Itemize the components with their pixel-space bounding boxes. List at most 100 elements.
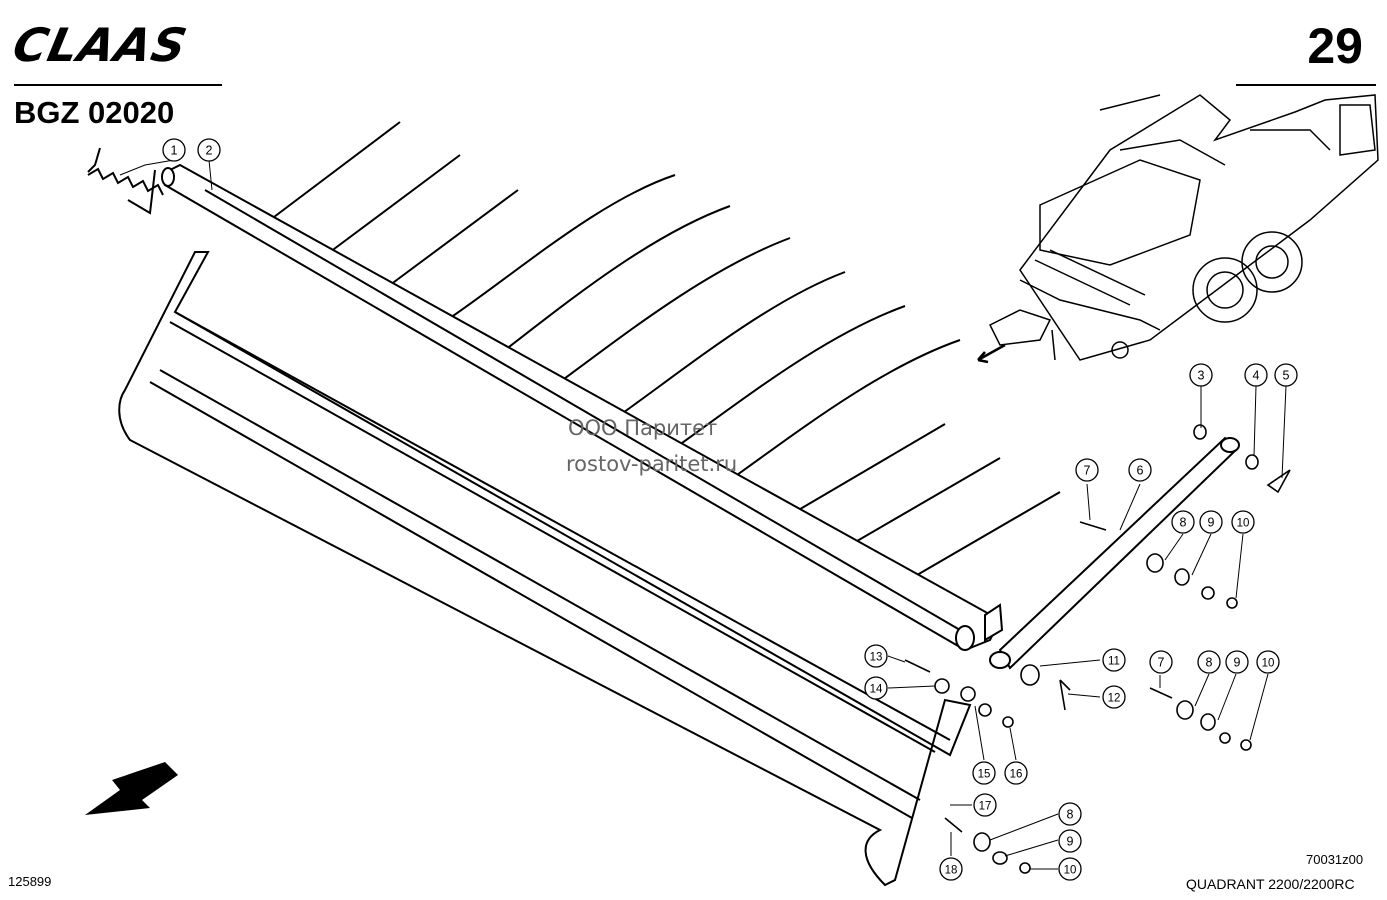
tine [559, 237, 791, 383]
callout-circle [1058, 857, 1082, 881]
callout-16: 16 [1004, 761, 1028, 785]
washer [960, 686, 976, 702]
callout-label: 9 [1208, 516, 1215, 530]
small-hardware [904, 424, 1291, 874]
callout-circle [1197, 650, 1221, 674]
callout-11: 11 [1102, 648, 1126, 672]
callout-label: 11 [1108, 656, 1120, 668]
rod-eye-upper [1220, 437, 1240, 453]
header-rule-right [1236, 84, 1376, 86]
callout-circle [1058, 802, 1082, 826]
callout-9: 9 [1225, 650, 1249, 674]
callout-6: 6 [1128, 458, 1152, 482]
nut [1226, 597, 1238, 609]
washer [1176, 700, 1194, 720]
washer [1146, 553, 1164, 573]
callout-circle [1225, 650, 1249, 674]
bolt [1079, 521, 1107, 531]
spring-coils [87, 167, 164, 196]
spring-part [87, 147, 164, 215]
washer [1201, 586, 1215, 600]
shaft-end [161, 167, 175, 187]
tines-group [269, 121, 1061, 583]
callout-18: 18 [939, 857, 963, 881]
split-pin [1266, 469, 1291, 494]
callout-circle [162, 138, 186, 162]
callout-label: 8 [1067, 808, 1074, 822]
callout-10: 10 [1058, 857, 1082, 881]
washer [992, 851, 1008, 865]
callout-1: 1 [162, 138, 186, 162]
rod-eye-lower [989, 651, 1011, 669]
lynch-pin [1059, 679, 1071, 711]
callout-10: 10 [1256, 650, 1280, 674]
callout-circle [1199, 510, 1223, 534]
callout-circle [1075, 458, 1099, 482]
callout-label: 10 [1237, 518, 1250, 530]
callout-circle [1189, 363, 1213, 387]
bolt [904, 659, 931, 673]
callout-label: 18 [945, 865, 958, 877]
callout-label: 3 [1198, 369, 1205, 383]
callout-label: 2 [206, 144, 213, 158]
drawing-code: 70031z00 [1306, 852, 1364, 867]
callout-label: 9 [1234, 656, 1241, 670]
callout-8: 8 [1197, 650, 1221, 674]
plate-fold-line-2 [149, 381, 913, 819]
callout-label: 10 [1064, 865, 1077, 877]
deflector-plate [118, 251, 972, 887]
washer [1219, 732, 1231, 744]
callout-2: 2 [197, 138, 221, 162]
tine [269, 121, 401, 221]
nut [1002, 716, 1014, 728]
baler-overview-sketch [977, 94, 1379, 364]
tine [904, 491, 1061, 583]
callout-label: 1 [171, 144, 178, 158]
callout-label: 10 [1262, 658, 1275, 670]
callout-circle [1171, 510, 1195, 534]
callout-9: 9 [1058, 829, 1082, 853]
callout-label: 8 [1180, 516, 1187, 530]
tine [619, 271, 846, 416]
bolt [1149, 687, 1173, 699]
callout-circle [864, 644, 888, 668]
callout-3: 3 [1189, 363, 1213, 387]
callout-circle [939, 857, 963, 881]
callout-circle [1274, 363, 1298, 387]
shaft-bracket [984, 603, 1004, 642]
washer [1020, 664, 1040, 686]
callout-15: 15 [972, 761, 996, 785]
washer [1193, 424, 1207, 440]
callout-circle [1149, 650, 1173, 674]
washer [1174, 568, 1190, 586]
callout-circle [1128, 458, 1152, 482]
callout-5: 5 [1274, 363, 1298, 387]
callout-label: 8 [1206, 656, 1213, 670]
page-number: 29 [1307, 18, 1363, 74]
shaft-highlight [204, 189, 961, 631]
washer [973, 832, 991, 852]
callout-4: 4 [1244, 363, 1268, 387]
callout-label: 16 [1010, 769, 1023, 781]
group-code: BGZ 02020 [14, 95, 175, 130]
callout-leaders [119, 159, 1287, 870]
callout-circle [1004, 761, 1028, 785]
nut [1019, 862, 1031, 874]
callout-8: 8 [1171, 510, 1195, 534]
callout-label: 4 [1253, 369, 1260, 383]
link-rod-part [989, 436, 1240, 670]
shaft-assembly [161, 163, 1004, 652]
plate-top-flange [174, 311, 951, 741]
callout-10: 10 [1231, 510, 1255, 534]
callout-label: 13 [870, 652, 883, 664]
plate-body [118, 251, 972, 887]
tine [389, 189, 519, 286]
tine [449, 174, 676, 319]
callout-label: 15 [978, 769, 991, 781]
travel-direction-arrow [85, 762, 178, 815]
model-name: QUADRANT 2200/2200RC [1186, 876, 1355, 892]
callout-label: 14 [870, 684, 883, 696]
footer-left-number: 125899 [8, 874, 52, 889]
